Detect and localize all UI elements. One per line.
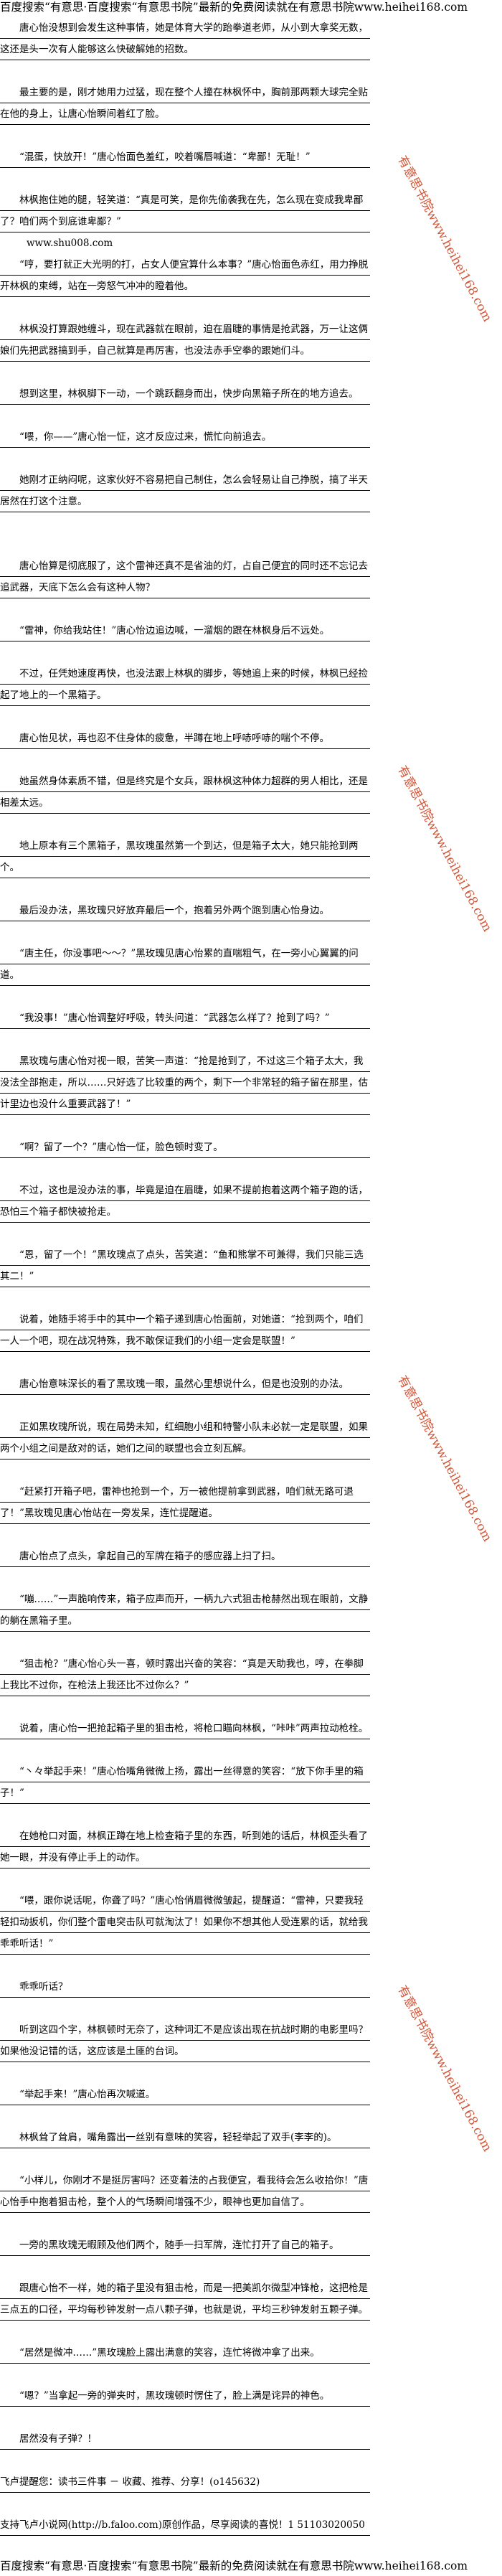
watermark: 有意思书院www.heihei168.com [394, 763, 495, 934]
paragraph: “哼，要打就正大光明的打，占女人便宜算什么本事？”唐心怡面色赤红，用力挣脱开林枫… [0, 254, 370, 297]
paragraph: “喂，你——”唐心怡一怔，这才反应过来，慌忙向前追去。 [0, 426, 370, 448]
paragraph: “举起手来！”唐心怡再次喊道。 [0, 2084, 370, 2105]
paragraph: 说着，她随手将手中的其中一个箱子递到唐心怡面前，对她道：“抢到两个，咱们一人一个… [0, 1309, 370, 1352]
paragraph: 唐心怡没想到会发生这种事情，她是体育大学的跆拳道老师，从小到大拿奖无数，这还是头… [0, 17, 370, 60]
paragraph: “嗯？”当拿起一旁的弹夹时，黑玫瑰顿时愣住了，脸上满是诧异的神色。 [0, 2385, 370, 2407]
paragraph: “唐主任，你没事吧～～？”黑玫瑰见唐心怡累的直喘粗气，在一旁小心翼翼的问道。 [0, 943, 370, 986]
paragraph: 想到这里，林枫脚下一动，一个跳跃翻身而出，快步向黑箱子所在的地方追去。 [0, 383, 370, 405]
paragraph: 最后没办法，黑玫瑰只好放弃最后一个，抱着另外两个跑到唐心怡身边。 [0, 900, 370, 921]
chapter-paragraphs: 唐心怡没想到会发生这种事情，她是体育大学的跆拳道老师，从小到大拿奖无数，这还是头… [0, 17, 370, 2450]
paragraph: 林枫耸了耸肩，嘴角露出一丝别有意味的笑容，轻轻举起了双手(李李的)。 [0, 2127, 370, 2148]
site-banner-bottom: 百度搜索“有意思·百度搜索“有意思书院”最新的免费阅读就在有意思书院www.he… [0, 2559, 468, 2572]
paragraph: 地上原本有三个黑箱子，黑玫瑰虽然第一个到达，但是箱子太大，她只能抢到两个。 [0, 835, 370, 878]
watermark: 有意思书院www.heihei168.com [394, 1373, 495, 1544]
paragraph: 林枫没打算跟她缠斗，现在武器就在眼前，迫在眉睫的事情是抢武器，万一让这俩娘们先把… [0, 319, 370, 362]
paragraph: 最主要的是，刚才她用力过猛，现在整个人撞在林枫怀中，胸前那两颗大球完全贴在他的身… [0, 82, 370, 125]
paragraph: “赶紧打开箱子吧，雷神也抢到一个，万一被他提前拿到武器，咱们就无路可退了！”黑玫… [0, 1481, 370, 1524]
paragraph: “喂，跟你说话呢，你聋了吗？”唐心怡俏眉微微皱起，提醒道：“雷神，只要我轻轻扣动… [0, 1890, 370, 1955]
paragraph: 在她枪口对面，林枫正蹲在地上检查箱子里的东西，听到她的话后，林枫歪头看了她一眼，… [0, 1825, 370, 1868]
paragraph: “丶々举起手来！”唐心怡嘴角微微上扬，露出一丝得意的笑容：“放下你手里的箱子！” [0, 1761, 370, 1804]
watermark: 有意思书院www.heihei168.com [394, 1983, 495, 2154]
paragraph: 一旁的黑玫瑰无暇顾及他们两个，随手一扫军牌，连忙打开了自己的箱子。 [0, 2234, 370, 2256]
site-banner-top: 百度搜索“有意思·百度搜索“有意思书院”最新的免费阅读就在有意思书院www.he… [0, 1, 468, 14]
paragraph: “恩，留了一个！”黑玫瑰点了点头，苦笑道：“鱼和熊掌不可兼得，我们只能三选其二！… [0, 1244, 370, 1287]
paragraph: 唐心怡点了点头，拿起自己的军牌在箱子的感应器上扫了扫。 [0, 1546, 370, 1567]
paragraph: 林枫抱住她的腿，轻笑道：“真是可笑，是你先偷袭我在先，怎么现在变成我卑鄙了？咱们… [0, 189, 370, 232]
footer-reminder: 飞卢提醒您：读书三件事 － 收藏、推荐、分享！(o145632) [0, 2471, 370, 2493]
paragraph: 正如黑玫瑰所说，现在局势未知，红细胞小组和特警小队未必就一定是联盟，如果两个小组… [0, 1416, 370, 1459]
paragraph: 唐心怡算是彻底服了，这个雷神还真不是省油的灯，占自己便宜的同时还不忘记去追武器，… [0, 555, 370, 598]
paragraph: 唐心怡意味深长的看了黑玫瑰一眼，虽然心里想说什么，但是也没别的办法。 [0, 1373, 370, 1395]
paragraph: “混蛋，快放开！”唐心怡面色羞红，咬着嘴唇喊道：“卑鄙！无耻！” [0, 146, 370, 168]
paragraph: 说着，唐心怡一把抢起箱子里的狙击枪，将枪口瞄向林枫，“咔咔”两声拉动枪栓。 [0, 1718, 370, 1739]
paragraph: 她虽然身体素质不错，但是终究是个女兵，跟林枫这种体力超群的男人相比，还是相差太远… [0, 771, 370, 814]
paragraph: 她刚才正纳闷呢，这家伙好不容易把自己制住，怎么会轻易让自己挣脱，搞了半天居然在打… [0, 469, 370, 512]
paragraph: 黑玫瑰与唐心怡对视一眼，苦笑一声道：“抢是抢到了，不过这三个箱子太大，我没法全部… [0, 1050, 370, 1115]
paragraph: “啊？留了一个？”唐心怡一怔，脸色顿时变了。 [0, 1137, 370, 1158]
chapter-content: 唐心怡没想到会发生这种事情，她是体育大学的跆拳道老师，从小到大拿奖无数，这还是头… [0, 17, 370, 2536]
paragraph: 跟唐心怡不一样，她的箱子里没有狙击枪，而是一把美凯尔微型冲锋枪，这把枪是三点五的… [0, 2277, 370, 2321]
paragraph: “我没事！”唐心怡调整好呼吸，转头问道：“武器怎么样了？抢到了吗？” [0, 1007, 370, 1029]
watermark: 有意思书院www.heihei168.com [394, 154, 495, 324]
paragraph: 乖乖听话？ [0, 1976, 370, 1998]
paragraph: 居然没有子弹？！ [0, 2428, 370, 2450]
paragraph: “狙击枪？”唐心怡心头一喜，顿时露出兴奋的笑容：“真是天助我也，哼，在拳脚上我比… [0, 1653, 370, 1696]
paragraph: 听到这四个字，林枫顿时无奈了，这种词汇不是应该出现在抗战时期的电影里吗？如果他没… [0, 2019, 370, 2062]
paragraph: 唐心怡见状，再也忍不住身体的疲惫，半蹲在地上呼哧呼哧的喘个不停。 [0, 728, 370, 749]
paragraph: 不过，任凭她速度再快，也没法跟上林枫的脚步，等她追上来的时候，林枫已经捡起了地上… [0, 663, 370, 706]
paragraph: “小样儿，你刚才不是挺厉害吗？还变着法的占我便宜，看我待会怎么收拾你！”唐心怡手… [0, 2170, 370, 2213]
paragraph: “嘣……”一声脆响传来，箱子应声而开，一柄九六式狙击枪赫然出现在眼前，文静的躺在… [0, 1589, 370, 1632]
source-link[interactable]: www.shu008.com [27, 238, 113, 249]
paragraph: 不过，这也是没办法的事，毕竟是迫在眉睫，如果不提前抱着这两个箱子跑的话，恐怕三个… [0, 1180, 370, 1223]
paragraph: “居然是微冲……”黑玫瑰脸上露出满意的笑容，连忙将微冲拿了出来。 [0, 2342, 370, 2364]
paragraph: “雷神，你给我站住！”唐心怡边追边喊，一溜烟的跟在林枫身后不远处。 [0, 620, 370, 641]
footer-support-link[interactable]: 支持飞卢小说网(http://b.faloo.com)原创作品，尽享阅读的喜悦！… [0, 2514, 370, 2536]
